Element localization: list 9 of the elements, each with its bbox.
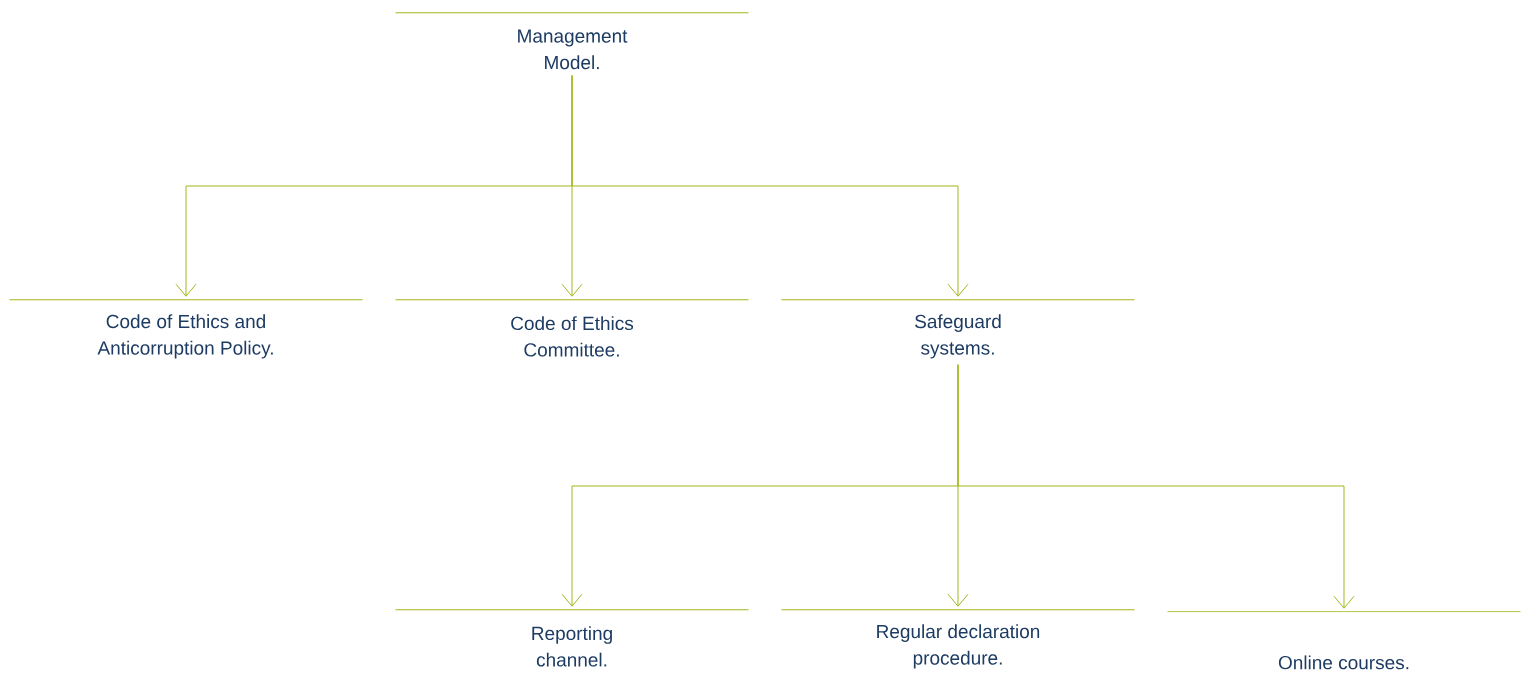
title-box: Online courses. bbox=[1167, 611, 1521, 670]
title-box: Code of Ethics and Anticorruption Policy. bbox=[9, 299, 363, 359]
title-box: Regular declaration procedure. bbox=[781, 609, 1135, 669]
title-box: Code of Ethics Committee. bbox=[395, 299, 749, 357]
title-box: Safeguard systems. bbox=[781, 299, 1135, 359]
arrow bbox=[957, 364, 1355, 609]
title-box: Reporting channel. bbox=[395, 609, 749, 667]
arrow bbox=[571, 74, 969, 297]
title-box: Management Model. bbox=[395, 12, 749, 70]
